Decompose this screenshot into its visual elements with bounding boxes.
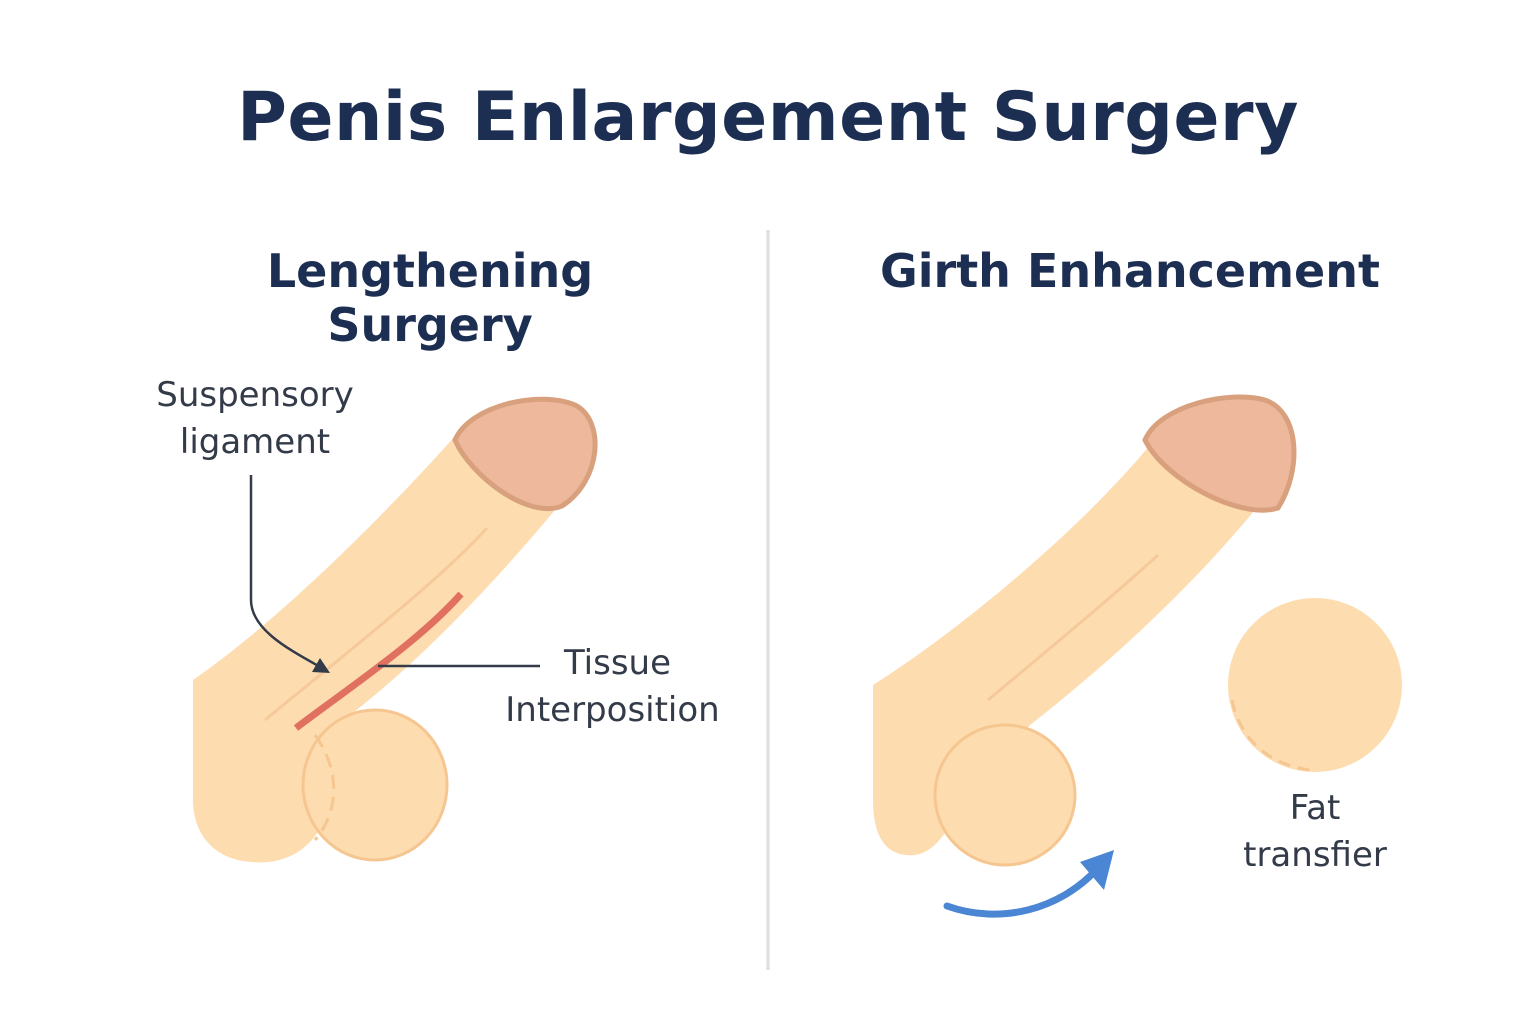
transfer-arrow: [943, 864, 1102, 918]
lengthening-illustration: [193, 396, 598, 863]
girth-illustration: [873, 394, 1402, 918]
arrow-head-icon: [1080, 850, 1114, 890]
shaft-contour: [987, 553, 1160, 702]
label-line: Tissue: [563, 643, 672, 683]
label-line: Suspensory: [156, 375, 354, 415]
arrow-head-icon: [312, 658, 330, 673]
label-line: transfier: [1243, 835, 1387, 875]
scrotum-dashed-line: [313, 734, 336, 841]
label-line: ligament: [179, 422, 331, 462]
tissue-interposition-label: Tissue Interposition: [490, 640, 735, 734]
label-line: Fat: [1289, 788, 1341, 828]
glans: [1142, 394, 1297, 513]
tissue-interposition-incision: [293, 591, 464, 731]
scrotum: [301, 708, 449, 862]
ligament-pointer: [249, 475, 323, 670]
fat-graft: [1228, 598, 1402, 772]
fat-transfer-label: Fat transfier: [1215, 785, 1415, 879]
lengthening-heading: Lengthening Surgery: [266, 244, 594, 352]
label-line: Interposition: [505, 690, 720, 730]
page-title: Penis Enlargement Surgery: [237, 78, 1299, 157]
shaft-contour: [264, 526, 489, 722]
suspensory-ligament-label: Suspensory ligament: [140, 372, 370, 466]
glans: [452, 396, 598, 512]
scrotum: [933, 723, 1077, 867]
shaft: [193, 425, 555, 863]
girth-heading: Girth Enhancement: [879, 244, 1380, 298]
